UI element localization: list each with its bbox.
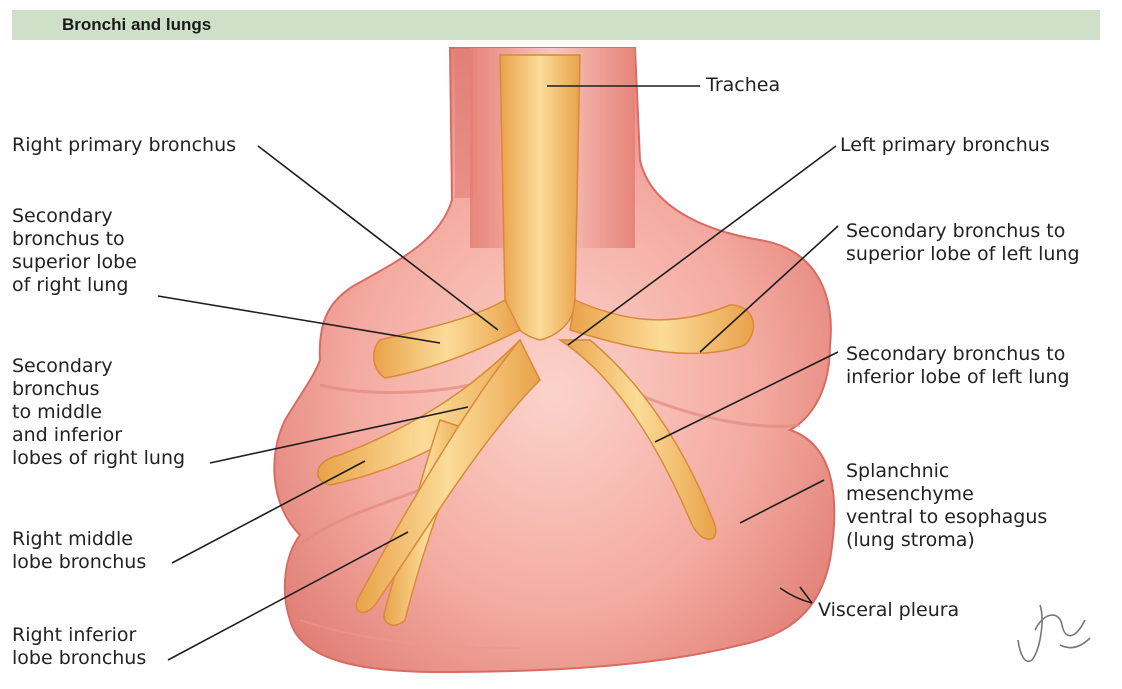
label-right-inferior-lobe-bronchus: Right inferior lobe bronchus xyxy=(12,624,146,670)
netter-signature xyxy=(1018,605,1090,661)
label-visceral-pleura: Visceral pleura xyxy=(818,599,959,622)
label-right-primary-bronchus: Right primary bronchus xyxy=(12,134,236,157)
label-right-middle-lobe-bronchus: Right middle lobe bronchus xyxy=(12,528,146,574)
label-secondary-inferior-left: Secondary bronchus to inferior lobe of l… xyxy=(846,343,1070,389)
label-secondary-middle-inferior-right: Secondary bronchus to middle and inferio… xyxy=(12,355,185,470)
label-splanchnic-mesenchyme: Splanchnic mesenchyme ventral to esophag… xyxy=(846,460,1047,552)
label-secondary-superior-left: Secondary bronchus to superior lobe of l… xyxy=(846,220,1080,266)
label-secondary-superior-right: Secondary bronchus to superior lobe of r… xyxy=(12,205,137,297)
label-left-primary-bronchus: Left primary bronchus xyxy=(840,134,1050,157)
label-trachea: Trachea xyxy=(706,74,780,97)
